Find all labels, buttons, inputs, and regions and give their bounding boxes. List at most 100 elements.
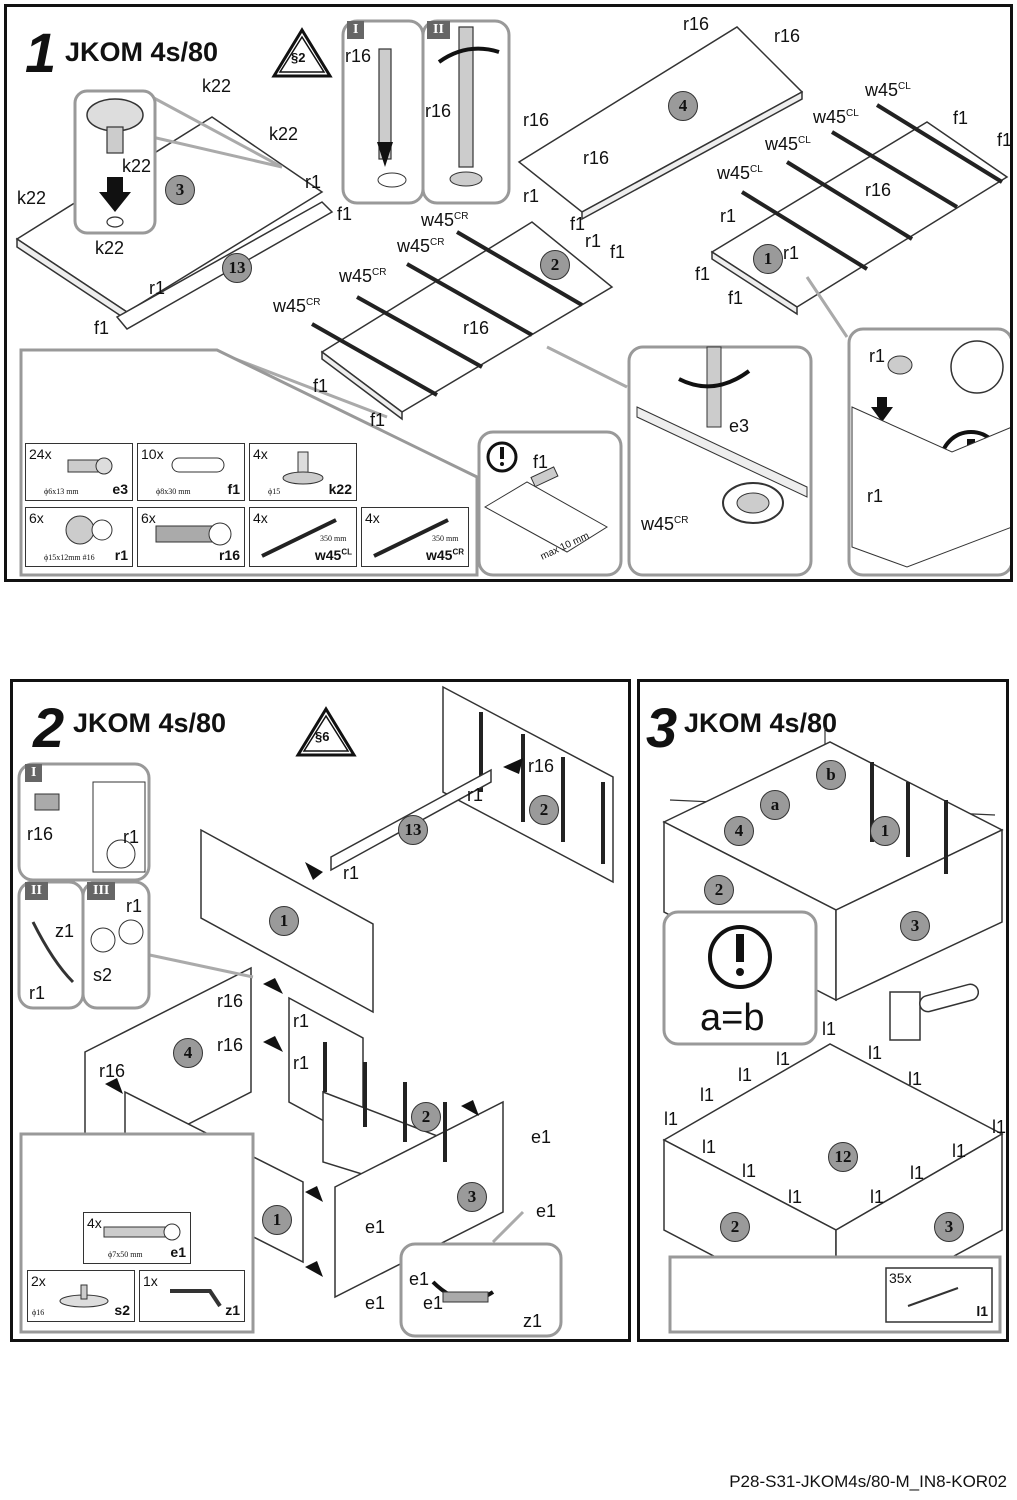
label-f1: f1 bbox=[370, 410, 386, 430]
label-l1: l1 bbox=[908, 1069, 923, 1089]
label-r1: r1 bbox=[293, 1011, 310, 1031]
panel-number-2: 2 bbox=[704, 875, 734, 905]
panel-number-3: 3 bbox=[165, 175, 195, 205]
label-r16: r16 bbox=[99, 1061, 126, 1081]
step2-inset-I: I bbox=[25, 764, 43, 782]
label-r16: r16 bbox=[463, 318, 490, 338]
label-r1: r1 bbox=[867, 486, 884, 506]
label-l1: l1 bbox=[868, 1043, 883, 1063]
panel-number-a: a bbox=[760, 790, 790, 820]
step1-warning-code: §2 bbox=[291, 50, 306, 65]
label-r1: r1 bbox=[467, 785, 484, 805]
step3-title: JKOM 4s/80 bbox=[684, 708, 838, 738]
step1-inset-I: I bbox=[347, 21, 365, 39]
label-e3: e3 bbox=[729, 416, 750, 436]
label-w45cr: w45CR bbox=[273, 296, 321, 316]
label-l1: l1 bbox=[664, 1109, 679, 1129]
panel-number-3: 3 bbox=[457, 1182, 487, 1212]
panel-number-4: 4 bbox=[668, 91, 698, 121]
label-e1: e1 bbox=[365, 1217, 386, 1237]
panel-number-3: 3 bbox=[934, 1212, 964, 1242]
warning-triangle-icon bbox=[295, 706, 357, 757]
label-r16: r16 bbox=[345, 46, 372, 66]
label-r16: r16 bbox=[528, 756, 555, 776]
label-r1: r1 bbox=[29, 983, 46, 1003]
label-w45cl: w45CL bbox=[765, 134, 811, 154]
label-k22: k22 bbox=[17, 188, 47, 208]
panel-number-1: 1 bbox=[753, 244, 783, 274]
label-e1: e1 bbox=[536, 1201, 557, 1221]
label-l1: l1 bbox=[910, 1163, 925, 1183]
panel-number-13: 13 bbox=[398, 815, 428, 845]
label-f1: f1 bbox=[953, 108, 969, 128]
label-f1: f1 bbox=[997, 130, 1013, 150]
label-k22: k22 bbox=[122, 156, 152, 176]
label-l1: l1 bbox=[776, 1049, 791, 1069]
label-l1: l1 bbox=[822, 1019, 837, 1039]
label-r1: r1 bbox=[305, 172, 322, 192]
label-l1: l1 bbox=[742, 1161, 757, 1181]
panel-number-12: 12 bbox=[828, 1142, 858, 1172]
label-r1: r1 bbox=[149, 278, 166, 298]
warning-triangle-icon bbox=[271, 27, 333, 78]
a-equals-b-note: a=b bbox=[700, 997, 765, 1039]
label-l1: l1 bbox=[992, 1117, 1007, 1137]
label-l1: l1 bbox=[952, 1141, 967, 1161]
part-w45cr: 4x 350 mm w45CR bbox=[361, 507, 469, 567]
label-r1: r1 bbox=[126, 896, 143, 916]
label-r1: r1 bbox=[123, 827, 140, 847]
panel-number-1: 1 bbox=[262, 1205, 292, 1235]
label-l1: l1 bbox=[700, 1085, 715, 1105]
step2-inset-III: III bbox=[87, 882, 116, 900]
panel-number-4: 4 bbox=[724, 816, 754, 846]
label-l1: l1 bbox=[738, 1065, 753, 1085]
step3-drawing bbox=[662, 727, 1004, 1334]
panel-number-2: 2 bbox=[720, 1212, 750, 1242]
label-f1: f1 bbox=[313, 376, 329, 396]
label-w45cl: w45CL bbox=[717, 163, 763, 183]
label-z1: z1 bbox=[55, 921, 75, 941]
panel-number-2: 2 bbox=[529, 795, 559, 825]
label-r1: r1 bbox=[783, 243, 800, 263]
label-e1: e1 bbox=[365, 1293, 386, 1313]
panel-number-2: 2 bbox=[411, 1102, 441, 1132]
step1-inset-II: II bbox=[427, 21, 450, 39]
label-r1: r1 bbox=[523, 186, 540, 206]
part-w45cl: 4x 350 mm w45CL bbox=[249, 507, 357, 567]
label-f1: f1 bbox=[94, 318, 110, 338]
label-l1: l1 bbox=[870, 1187, 885, 1207]
label-r16: r16 bbox=[27, 824, 54, 844]
label-r1: r1 bbox=[293, 1053, 310, 1073]
label-e1: e1 bbox=[409, 1269, 430, 1289]
label-e1: e1 bbox=[531, 1127, 552, 1147]
label-r16: r16 bbox=[425, 101, 452, 121]
panel-number-1: 1 bbox=[269, 906, 299, 936]
label-k22: k22 bbox=[269, 124, 299, 144]
label-r16: r16 bbox=[683, 14, 710, 34]
label-r16: r16 bbox=[217, 991, 244, 1011]
step2-number: 2 bbox=[33, 696, 65, 759]
label-w45cr: w45CR bbox=[397, 236, 445, 256]
step2-title: JKOM 4s/80 bbox=[73, 708, 227, 738]
label-r16: r16 bbox=[774, 26, 801, 46]
panel-number-3: 3 bbox=[900, 911, 930, 941]
panel-number-13: 13 bbox=[222, 253, 252, 283]
label-r16: r16 bbox=[217, 1035, 244, 1055]
label-s2: s2 bbox=[93, 965, 113, 985]
label-w45cl: w45CL bbox=[813, 107, 859, 127]
label-f1: f1 bbox=[337, 204, 353, 224]
step1-number: 1 bbox=[25, 21, 57, 84]
panel-number-2: 2 bbox=[540, 250, 570, 280]
label-f1: f1 bbox=[728, 288, 744, 308]
document-code: P28-S31-JKOM4s/80-M_IN8-KOR02 bbox=[729, 1472, 1007, 1491]
step3-number: 3 bbox=[646, 696, 678, 759]
label-l1: l1 bbox=[702, 1137, 717, 1157]
